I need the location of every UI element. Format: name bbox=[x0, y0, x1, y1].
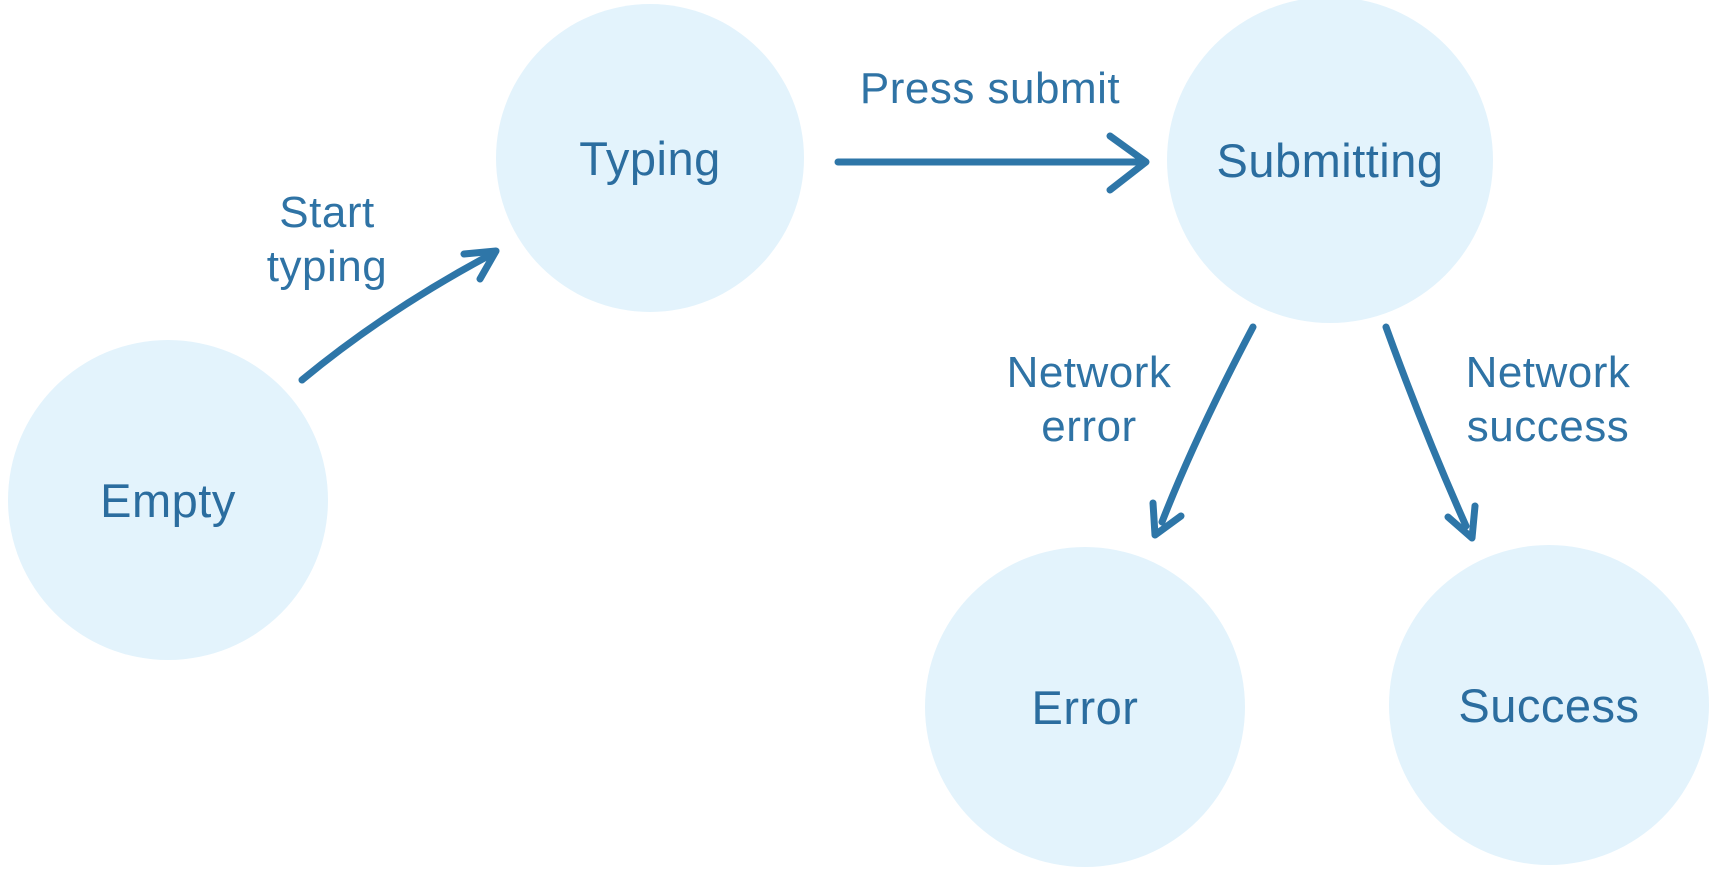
transition-label-network-success: Network success bbox=[1465, 348, 1631, 451]
transition-label-press-submit: Press submit bbox=[859, 64, 1121, 113]
state-label: Success bbox=[1458, 678, 1640, 732]
transition-label-start-typing: Start typing bbox=[266, 188, 388, 291]
state-node-error[interactable]: Error bbox=[925, 547, 1245, 867]
state-label: Submitting bbox=[1216, 133, 1444, 187]
state-label: Error bbox=[1031, 680, 1139, 734]
transition-label-network-error: Network error bbox=[1006, 348, 1172, 451]
arrow-typing-to-submitting bbox=[834, 132, 1150, 194]
state-label: Empty bbox=[100, 473, 236, 527]
state-node-empty[interactable]: Empty bbox=[8, 340, 328, 660]
state-label: Typing bbox=[579, 131, 721, 185]
state-node-typing[interactable]: Typing bbox=[496, 4, 804, 312]
state-node-submitting[interactable]: Submitting bbox=[1167, 0, 1493, 323]
state-node-success[interactable]: Success bbox=[1389, 545, 1709, 865]
